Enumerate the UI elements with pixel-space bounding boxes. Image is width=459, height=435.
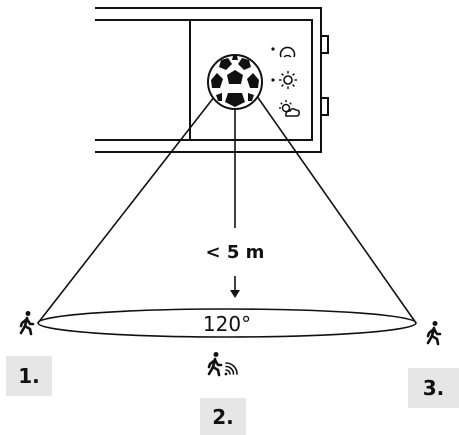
distance-label: < 5 m xyxy=(206,242,265,263)
walking-person-icon xyxy=(19,311,35,336)
zone-label-3: 3. xyxy=(408,368,459,408)
sun-icon xyxy=(271,71,297,89)
zone-label-2: 2. xyxy=(200,398,246,435)
arrow-down-icon xyxy=(230,276,240,298)
pir-sensor-dome-icon xyxy=(207,54,263,110)
zone-label-1: 1. xyxy=(6,356,52,396)
sun-cloud-icon xyxy=(279,100,300,117)
walking-person-icon xyxy=(426,321,442,346)
moon-icon xyxy=(271,46,296,58)
walking-person-signal-icon xyxy=(207,352,238,377)
angle-label: 120° xyxy=(203,312,251,336)
detection-cone xyxy=(37,91,417,338)
detection-area-ellipse xyxy=(37,308,417,338)
fixture-housing xyxy=(95,7,329,153)
